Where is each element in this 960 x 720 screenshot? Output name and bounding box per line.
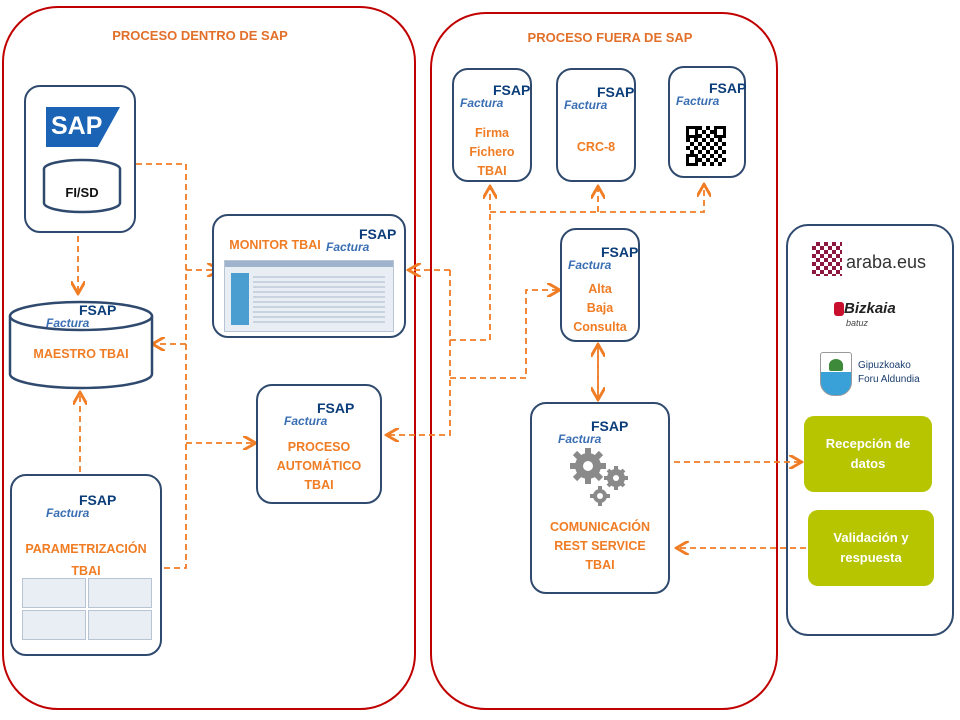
monitor-screenshot <box>224 260 394 332</box>
sap-system-card[interactable]: SAP FI/SD <box>24 85 136 233</box>
param-screenshot-3 <box>22 610 86 640</box>
araba-logo: araba.eus <box>812 238 930 280</box>
fsap-text: FSAP <box>359 226 397 242</box>
fsap-text: FSAP <box>493 82 531 98</box>
factura-text: Factura <box>558 432 602 446</box>
bizkaia-logo: Bizkaia batuz <box>832 298 922 332</box>
gipuzkoa-logo: Gipuzkoako Foru Aldundia <box>818 350 930 398</box>
fsap-text: FSAP <box>597 84 635 100</box>
factura-text: Factura <box>564 98 608 112</box>
factura-text: Factura <box>46 506 90 520</box>
param-screenshot-2 <box>88 578 152 608</box>
param-screenshot-4 <box>88 610 152 640</box>
gears-icon <box>570 448 628 506</box>
param-screenshot-1 <box>22 578 86 608</box>
gipuzkoa-shield-icon <box>820 352 852 396</box>
fsap-text: FSAP <box>709 80 747 96</box>
factura-text: Factura <box>326 240 370 254</box>
fsap-text: FSAP <box>79 492 117 508</box>
factura-text: Factura <box>46 316 90 330</box>
bizkaia-emblem-icon <box>834 302 844 316</box>
fsap-text: FSAP <box>601 244 639 260</box>
factura-text: Factura <box>568 258 612 272</box>
factura-text: Factura <box>284 414 328 428</box>
factura-text: Factura <box>460 96 504 110</box>
fsap-text: FSAP <box>79 302 117 318</box>
crc-label: CRC-8 <box>576 140 616 154</box>
araba-emblem-icon <box>812 242 842 276</box>
haciendas-panel <box>786 224 954 636</box>
outside-sap-title: PROCESO FUERA DE SAP <box>527 30 693 45</box>
region-inside-sap <box>2 6 416 710</box>
inside-sap-title: PROCESO DENTRO DE SAP <box>112 28 288 43</box>
fsap-text: FSAP <box>317 400 355 416</box>
fsap-text: FSAP <box>591 418 629 434</box>
database-icon <box>42 158 122 214</box>
factura-text: Factura <box>676 94 720 108</box>
region-outside-sap <box>430 12 778 710</box>
sap-logo: SAP <box>46 107 120 147</box>
maestro-label: MAESTRO TBAI <box>33 347 129 361</box>
monitor-label: MONITOR TBAI <box>229 238 321 252</box>
qr-code-icon <box>686 126 726 166</box>
fisd-label: FI/SD <box>65 185 99 200</box>
